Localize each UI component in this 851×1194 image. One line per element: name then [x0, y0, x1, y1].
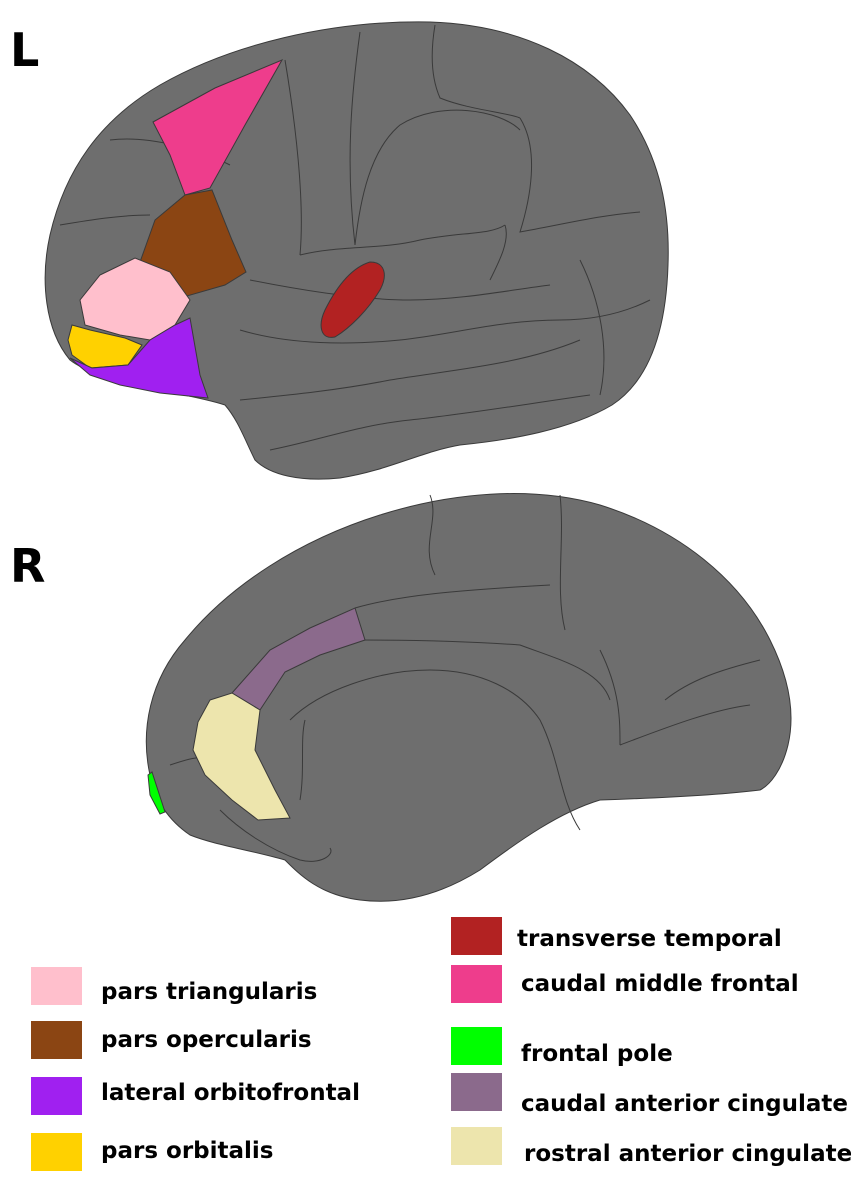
- right-caudal-anterior-cingulate-region: [231, 607, 366, 711]
- right-hemisphere-label: R: [10, 539, 45, 593]
- left-sulcus-line: [239, 339, 581, 401]
- right-sulcus-line: [219, 809, 332, 862]
- left-sulcus-line: [431, 24, 521, 119]
- right-rostral-anterior-cingulate-region: [192, 692, 291, 821]
- left-sulcus-line: [349, 31, 361, 246]
- right-sulcus-line: [289, 669, 581, 831]
- left-sulcus-line: [489, 224, 507, 281]
- left-sulcus-line: [519, 117, 641, 233]
- left-sulcus-line: [284, 59, 302, 256]
- right-frontal-pole-region: [147, 771, 166, 815]
- right-sulcus-line: [664, 659, 761, 701]
- right-hemisphere-outline: [145, 493, 792, 902]
- left-sulcus-line: [239, 299, 651, 344]
- left-hemisphere-lateral-view: [44, 21, 669, 480]
- left-hemisphere-label: L: [10, 23, 39, 77]
- right-hemisphere-medial-view: [145, 493, 792, 902]
- right-sulcus-line: [359, 639, 611, 701]
- right-sulcus-line: [299, 719, 306, 801]
- left-sulcus-line: [269, 394, 591, 451]
- left-sulcus-line: [59, 214, 151, 226]
- left-hemisphere-outline: [44, 21, 669, 480]
- left-sulcus-line: [354, 109, 521, 246]
- left-caudal-middle-frontal-region: [152, 58, 284, 196]
- left-transverse-temporal-region: [320, 261, 385, 338]
- right-sulcus-line: [599, 649, 621, 746]
- left-sulcus-line: [579, 259, 605, 396]
- right-sulcus-line: [428, 494, 436, 576]
- left-sulcus-line: [249, 279, 551, 301]
- left-sulcus-line: [299, 224, 506, 256]
- right-sulcus-line: [354, 584, 551, 609]
- left-lateral-orbitofrontal-region: [69, 317, 209, 399]
- right-sulcus-line: [559, 494, 566, 631]
- right-sulcus-line: [619, 704, 751, 746]
